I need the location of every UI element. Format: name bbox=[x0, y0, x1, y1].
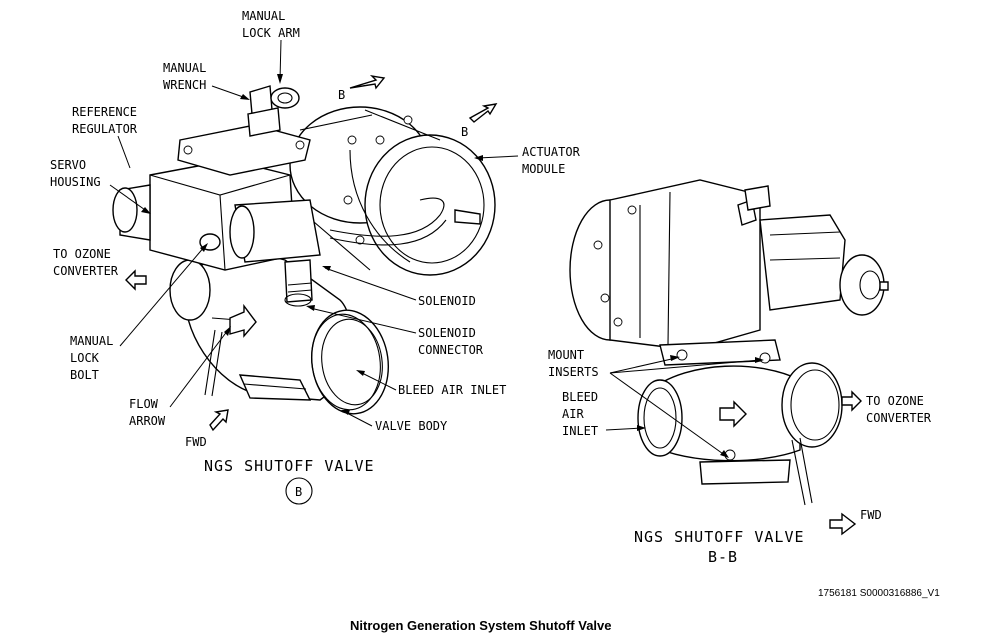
reference-regulator-label-1: REFERENCE bbox=[72, 105, 137, 119]
bleed-air-inlet-left-label: BLEED AIR INLET bbox=[398, 383, 506, 397]
section-marker-b-2: B bbox=[461, 125, 468, 139]
figure-caption: Nitrogen Generation System Shutoff Valve bbox=[350, 618, 612, 633]
bleed-air-inlet-right-label-1: BLEED bbox=[562, 390, 598, 404]
solenoid-connector-label-1: SOLENOID bbox=[418, 326, 476, 340]
reference-regulator-label-2: REGULATOR bbox=[72, 122, 138, 136]
manual-lock-bolt-label-2: LOCK bbox=[70, 351, 100, 365]
flow-arrow-label-2: ARROW bbox=[129, 414, 166, 428]
mount-inserts-label-1: MOUNT bbox=[548, 348, 584, 362]
left-labels: MANUAL LOCK ARM MANUAL WRENCH REFERENCE … bbox=[50, 9, 581, 499]
manual-lock-arm-label-1: MANUAL bbox=[242, 9, 285, 23]
mount-inserts-label-2: INSERTS bbox=[548, 365, 599, 379]
fwd-left-label: FWD bbox=[185, 435, 207, 449]
to-ozone-converter-left-label-1: TO OZONE bbox=[53, 247, 111, 261]
fwd-right-label: FWD bbox=[860, 508, 882, 522]
manual-lock-arm-label-2: LOCK ARM bbox=[242, 26, 300, 40]
actuator-module-label-1: ACTUATOR bbox=[522, 145, 581, 159]
left-valve-illustration bbox=[112, 85, 496, 415]
right-leader-lines bbox=[605, 355, 862, 536]
right-valve-illustration bbox=[569, 179, 889, 506]
manual-wrench-label-2: WRENCH bbox=[163, 78, 206, 92]
servo-housing-label-2: HOUSING bbox=[50, 175, 101, 189]
bleed-air-inlet-right-label-2: AIR bbox=[562, 407, 584, 421]
valve-body-label: VALVE BODY bbox=[375, 419, 448, 433]
flow-arrow-label-1: FLOW bbox=[129, 397, 159, 411]
to-ozone-converter-right-label-2: CONVERTER bbox=[866, 411, 932, 425]
manual-lock-bolt-label-1: MANUAL bbox=[70, 334, 113, 348]
to-ozone-converter-left-label-2: CONVERTER bbox=[53, 264, 119, 278]
manual-lock-bolt-label-3: BOLT bbox=[70, 368, 99, 382]
detail-callout-letter: B bbox=[295, 485, 302, 499]
manual-wrench-label-1: MANUAL bbox=[163, 61, 206, 75]
solenoid-label: SOLENOID bbox=[418, 294, 476, 308]
reference-id: 1756181 S0000316886_V1 bbox=[818, 588, 940, 599]
bleed-air-inlet-right-label-3: INLET bbox=[562, 424, 598, 438]
right-view-subtitle: B-B bbox=[708, 548, 738, 566]
actuator-module-label-2: MODULE bbox=[522, 162, 565, 176]
to-ozone-converter-right-label-1: TO OZONE bbox=[866, 394, 924, 408]
right-labels: MOUNT INSERTS BLEED AIR INLET TO OZONE C… bbox=[548, 348, 932, 566]
solenoid-connector-label-2: CONNECTOR bbox=[418, 343, 484, 357]
section-marker-b-1: B bbox=[338, 88, 345, 102]
servo-housing-label-1: SERVO bbox=[50, 158, 86, 172]
left-view-title: NGS SHUTOFF VALVE bbox=[204, 457, 375, 475]
right-view-title: NGS SHUTOFF VALVE bbox=[634, 528, 805, 546]
left-leader-lines bbox=[109, 39, 519, 505]
